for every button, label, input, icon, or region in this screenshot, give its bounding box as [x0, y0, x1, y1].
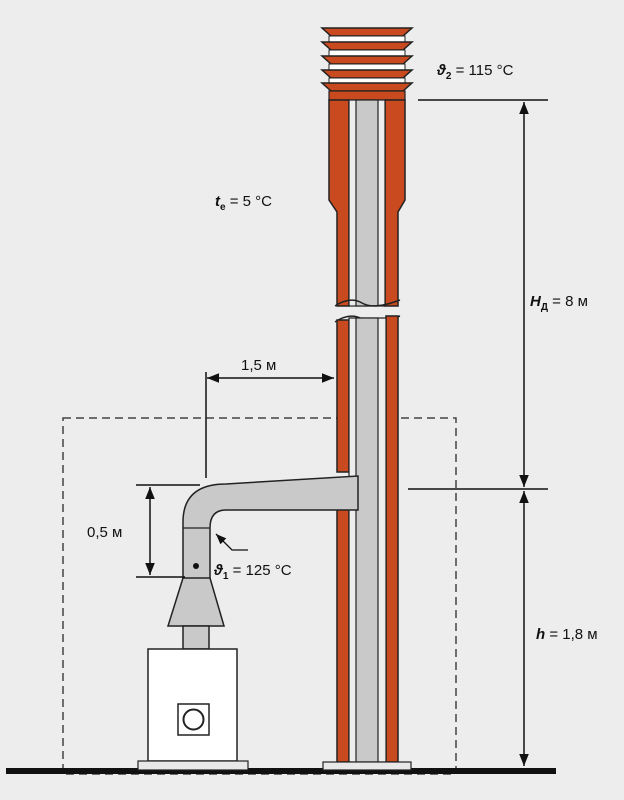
label-theta1: ϑ1 = 125 °C — [214, 562, 292, 582]
label-h: h = 1,8 м — [536, 626, 598, 643]
label-rise: 0,5 м — [87, 524, 123, 541]
floor-line — [6, 768, 556, 774]
label-te: te = 5 °C — [215, 193, 272, 213]
dim-rise — [136, 484, 200, 578]
label-distance: 1,5 м — [241, 357, 277, 374]
temperature-pointer — [215, 533, 248, 551]
label-hd: HД = 8 м — [530, 293, 588, 313]
chimney-lower — [322, 315, 412, 771]
chimney-upper — [328, 99, 406, 307]
dim-vertical — [408, 99, 548, 766]
flue-pipe — [182, 475, 359, 609]
room-outline — [62, 417, 457, 775]
gas-heater — [137, 577, 249, 771]
chimney-cap — [320, 27, 414, 101]
dim-horizontal — [205, 372, 334, 478]
label-theta2: ϑ2 = 115 °C — [437, 62, 514, 82]
